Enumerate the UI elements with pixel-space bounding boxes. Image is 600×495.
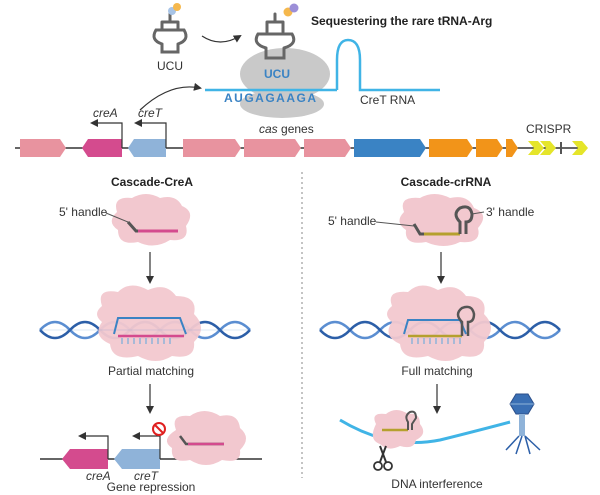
bound-trna-icon <box>254 3 299 60</box>
sequestering-title: Sequestering the rare tRNA-Arg <box>311 14 492 28</box>
operon-creA-label: creA <box>93 106 118 120</box>
cascade-cutting <box>372 410 424 449</box>
bound-trna-anticodon: UCU <box>264 67 290 81</box>
right-handle3-pointer <box>471 211 485 215</box>
right-matching-label: Full matching <box>401 364 472 378</box>
ribosome-shape <box>240 48 330 118</box>
right-panel-title: Cascade-crRNA <box>401 175 492 189</box>
right-outcome-label: DNA interference <box>391 477 483 491</box>
phage-dna-strand <box>339 418 511 444</box>
operon-creT-label: creT <box>138 106 164 120</box>
free-trna-icon <box>152 3 188 54</box>
right-handle3-label: 3' handle <box>486 205 535 219</box>
right-cascade-bound <box>387 285 491 361</box>
operon-genes <box>20 139 588 157</box>
cret-rna-label: CreT RNA <box>360 93 415 107</box>
left-panel-title: Cascade-CreA <box>111 175 193 189</box>
right-handle5-pointer <box>375 221 415 227</box>
binding-arrow <box>201 34 242 43</box>
left-outcome-label: Gene repression <box>107 480 196 494</box>
left-matching-label: Partial matching <box>108 364 194 378</box>
cas-genes-label: cas genes <box>259 122 314 136</box>
free-trna-anticodon: UCU <box>157 59 183 73</box>
promoter-arrows <box>90 119 167 148</box>
left-handle-pointer <box>105 212 129 223</box>
left-cascade-bound <box>40 285 250 361</box>
mrna-sequence: AUGAGAAGA <box>224 91 318 105</box>
cascade-crrna-complex <box>399 194 484 246</box>
no-entry-icon <box>152 422 166 436</box>
right-handle5-label: 5' handle <box>328 214 377 228</box>
cascade-crea-complex <box>111 194 191 246</box>
repression-creT-label: creT <box>134 469 160 483</box>
crispr-label: CRISPR <box>526 122 572 136</box>
scissors-icon <box>373 445 393 471</box>
repression-creA-label: creA <box>86 469 111 483</box>
repression-genes <box>62 432 161 469</box>
left-handle-label: 5' handle <box>59 205 108 219</box>
cascade-on-promoter <box>166 411 246 465</box>
cret-rna-strand <box>205 38 440 92</box>
transcription-arrow <box>139 82 202 111</box>
phage-icon <box>505 393 541 455</box>
